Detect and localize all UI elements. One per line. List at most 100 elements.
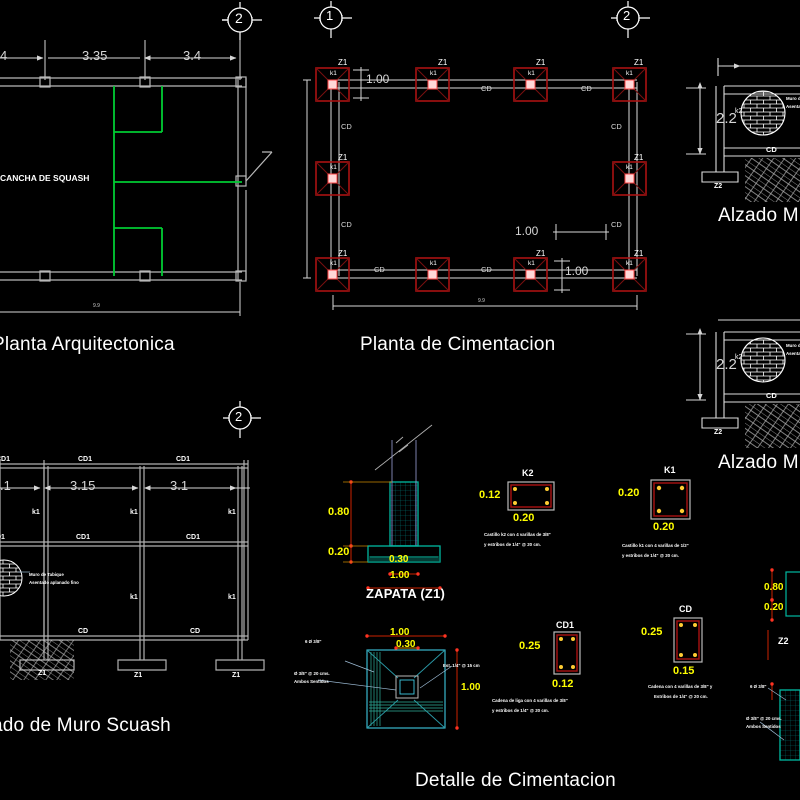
footing-z1 — [513, 67, 548, 102]
column-tag-k1: k1 — [430, 70, 437, 77]
wall-note-1-top: Muro de Tabique — [786, 96, 800, 101]
detail-zapata-plan[interactable] — [317, 634, 459, 730]
dim-zapata-plan-side: 1.00 — [461, 682, 481, 693]
beam-tag-cd-low: CD — [78, 628, 89, 635]
zapata-plan-geometry — [317, 649, 453, 729]
dim-cd1-bottom: 0.12 — [552, 678, 574, 690]
dim-z2-height: 0.80 — [764, 582, 784, 593]
column-tag-k1-sc: k1 — [228, 594, 236, 601]
beam-tag-cd-bottom: CD — [766, 391, 777, 400]
axis-bubble-label-2: 2 — [623, 8, 631, 23]
frame-elevation-geometry — [0, 460, 265, 671]
footing-z1 — [612, 67, 647, 102]
beam-tag-cd1: CD1 — [0, 456, 11, 463]
beam-tag-cd-top: CD — [766, 145, 777, 154]
axis-bubble-scuash — [223, 401, 261, 438]
title-planta-arquitectonica: Planta Arquitectonica — [0, 334, 175, 355]
beam-tag-cd: CD — [341, 122, 352, 131]
axis-bubble-2-symbol — [611, 1, 650, 38]
beam-tag-cd1-mid: CD1 — [76, 534, 91, 541]
detail-section-k2[interactable] — [507, 481, 555, 511]
dim-arq-overall: 9.9 — [93, 303, 100, 309]
footing-section-geometry — [367, 440, 441, 563]
brick-hatch-bubble — [740, 90, 786, 136]
beam-tag-cd: CD — [481, 84, 492, 93]
dim-cim-2: 1.00 — [515, 224, 539, 238]
column-tag-k1: k1 — [330, 70, 337, 77]
detail-section-cd[interactable] — [673, 617, 703, 663]
footing-z1 — [315, 67, 350, 102]
note-k1-line2: y estribos de 1/4" @ 20 cm. — [622, 553, 679, 558]
axis-bubble-label-arq: 2 — [235, 10, 243, 26]
dim-k1-left: 0.20 — [618, 487, 640, 499]
footing-z1 — [315, 257, 350, 292]
footing-tag-z2-top: Z2 — [714, 183, 723, 190]
detail-zapata-z2-clipped[interactable] — [759, 568, 800, 761]
room-label-cancha-squash: CANCHA DE SQUASH — [0, 173, 90, 183]
footing-tag-z1: Z1 — [338, 249, 348, 258]
earth-hatch-2 — [745, 404, 800, 448]
dim-wall-height-bottom: 2.2 — [716, 356, 737, 373]
note-cd-line1: Cadena con 4 varillas de 3/8" y — [648, 684, 713, 689]
footing-group — [315, 67, 647, 292]
beam-tag-cd: CD — [481, 265, 492, 274]
note-cd-line2: Estribos de 1/4" @ 20 cm. — [654, 694, 708, 699]
detail-section-k1[interactable] — [650, 479, 691, 520]
dim-k2-bottom: 0.20 — [513, 512, 535, 524]
column-tag-k1: k1 — [528, 70, 535, 77]
dim-arq-1: 4 — [0, 48, 8, 63]
rebar-dots — [559, 637, 575, 669]
footing-tag-z1-sc: Z1 — [232, 672, 241, 679]
footing-tag-z2-bottom: Z2 — [714, 429, 723, 436]
dim-zapata-footing-width: 1.00 — [390, 570, 410, 581]
footing-z1 — [612, 257, 647, 292]
leader-line — [374, 424, 433, 471]
title-alzado-muro-top: Alzado M — [718, 205, 799, 226]
note-zapata-mesh-1: Ø 3/8" @ 20 cms. — [294, 671, 330, 676]
column-tag-k1: k1 — [330, 164, 337, 171]
earth-hatch-scuash — [10, 640, 74, 680]
dim-zapata-plan-top: 1.00 — [390, 627, 410, 638]
dim-arq-2: 3.35 — [82, 48, 108, 63]
footing-z1 — [315, 161, 350, 196]
beam-tag-cd: CD — [581, 84, 592, 93]
dim-wall-height-top: 2.2 — [716, 110, 737, 127]
dim-scuash-2: 3.15 — [70, 478, 96, 493]
note-k2-line2: y estribos de 1/4" @ 20 cm. — [484, 542, 541, 547]
dimension-chain-top — [0, 40, 241, 80]
footing-tag-z1: Z1 — [634, 249, 644, 258]
wall-note-2-sc: Asentado aplanado fino — [29, 580, 79, 585]
label-zapata-z1-title: ZAPATA (Z1) — [366, 586, 445, 601]
column-tag-k1-sc: k1 — [130, 509, 138, 516]
footing-tag-z1: Z1 — [338, 153, 348, 162]
title-alzado-muro-bottom: Alzado M — [718, 452, 799, 473]
zapata-plan-dimensions — [365, 634, 459, 730]
dim-cim-3: 1.00 — [565, 264, 589, 278]
dim-zapata-height: 0.80 — [328, 506, 350, 518]
view-alzado-muro-scuash[interactable] — [0, 401, 265, 680]
axis-bubble-label-1: 1 — [326, 8, 334, 23]
beam-tag-cd: CD — [611, 220, 622, 229]
earth-hatch — [745, 158, 800, 202]
note-z2-mesh-2: Ambos Sentidos — [746, 724, 781, 729]
column-tag-k2-bottom: k2 — [735, 354, 743, 361]
dim-scuash-3: 3.1 — [170, 478, 189, 493]
note-k1-line1: Castillo k1 con 4 varillas de 1/2" — [622, 543, 689, 548]
view-planta-arquitectonica[interactable] — [0, 2, 273, 316]
tag-k2: K2 — [522, 468, 534, 478]
dim-cim-1: 1.00 — [366, 72, 390, 86]
footing-z1 — [415, 67, 450, 102]
footing-z1 — [415, 257, 450, 292]
column-tag-k1: k1 — [626, 70, 633, 77]
column-tag-k1-sc: k1 — [32, 509, 40, 516]
view-alzado-muro-bottom[interactable] — [686, 319, 800, 448]
tag-k1: K1 — [664, 465, 676, 475]
tag-cd1: CD1 — [556, 620, 575, 630]
view-planta-cimentacion[interactable] — [303, 1, 650, 310]
view-alzado-muro-top[interactable] — [686, 58, 800, 202]
detail-section-cd1[interactable] — [553, 631, 581, 675]
note-cd1-line2: y estribos de 1/4" @ 20 cm. — [492, 708, 549, 713]
detail-zapata-z1-section[interactable] — [343, 424, 442, 590]
